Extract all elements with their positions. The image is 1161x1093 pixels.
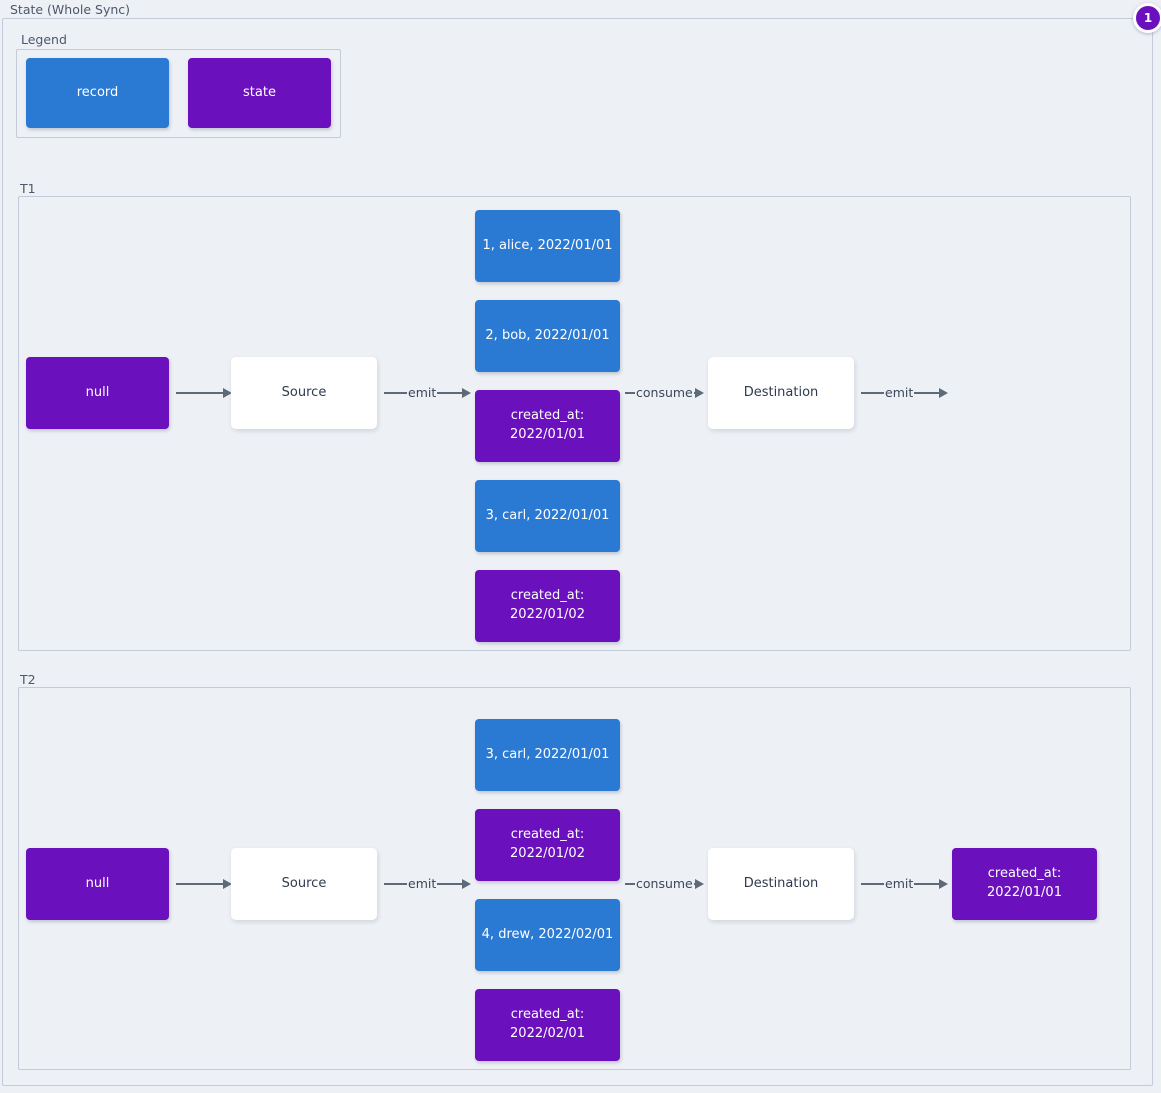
t1-edge-consume-label: consume — [636, 384, 693, 400]
t2-edge-destination-emit: emit — [861, 875, 949, 893]
status-badge[interactable]: 1 — [1133, 3, 1161, 33]
t2-stream-item-3: created_at: 2022/02/01 — [475, 989, 620, 1061]
t2-initial-state-node: null — [26, 848, 169, 920]
t1-source-node: Source — [231, 357, 377, 429]
t1-stream-item-3: 3, carl, 2022/01/01 — [475, 480, 620, 552]
t2-edge-source-emit-label: emit — [408, 875, 437, 891]
t1-edge-consume: consume — [625, 384, 704, 402]
t1-edge-destination-emit: emit — [861, 384, 949, 402]
t2-edge-source-emit: emit — [384, 875, 472, 893]
t1-edge-initial-to-source — [176, 384, 232, 402]
t2-label: T2 — [18, 672, 38, 687]
t2-final-state-node: created_at: 2022/01/01 — [952, 848, 1097, 920]
t2-stream-item-1: created_at: 2022/01/02 — [475, 809, 620, 881]
legend-title: Legend — [19, 32, 69, 47]
t2-stream-item-0: 3, carl, 2022/01/01 — [475, 719, 620, 791]
t1-stream-item-4: created_at: 2022/01/02 — [475, 570, 620, 642]
t1-initial-state-node: null — [26, 357, 169, 429]
t1-edge-destination-emit-label: emit — [885, 384, 914, 400]
t1-label: T1 — [18, 181, 38, 196]
t1-stream-item-2: created_at: 2022/01/01 — [475, 390, 620, 462]
t2-edge-consume-label: consume — [636, 875, 693, 891]
t1-stream-item-1: 2, bob, 2022/01/01 — [475, 300, 620, 372]
t2-destination-node: Destination — [708, 848, 854, 920]
t1-destination-node: Destination — [708, 357, 854, 429]
diagram-title: State (Whole Sync) — [8, 2, 133, 17]
t1-edge-source-emit-label: emit — [408, 384, 437, 400]
legend-item-state: state — [188, 58, 331, 128]
legend-item-record: record — [26, 58, 169, 128]
t2-edge-initial-to-source — [176, 875, 232, 893]
t2-stream-item-2: 4, drew, 2022/02/01 — [475, 899, 620, 971]
t1-stream-item-0: 1, alice, 2022/01/01 — [475, 210, 620, 282]
t1-edge-source-emit: emit — [384, 384, 472, 402]
t2-edge-consume: consume — [625, 875, 704, 893]
t2-edge-destination-emit-label: emit — [885, 875, 914, 891]
t2-source-node: Source — [231, 848, 377, 920]
